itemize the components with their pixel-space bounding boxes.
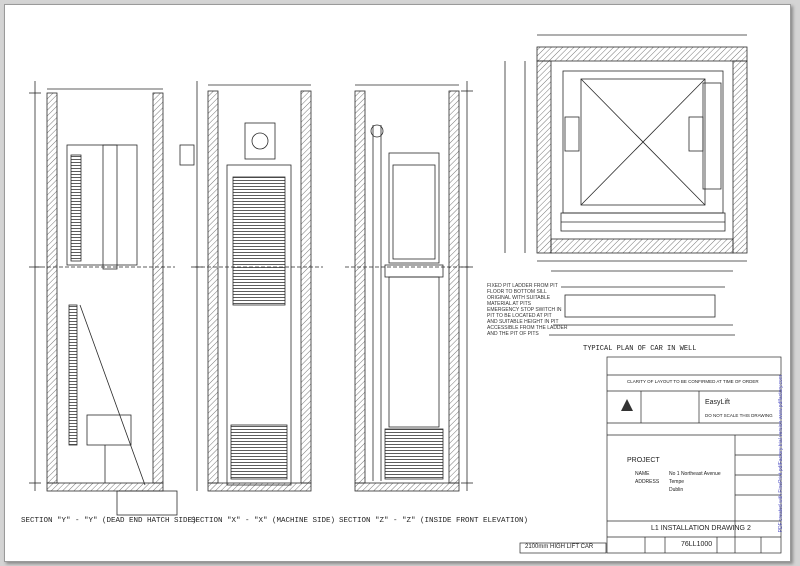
note-line: FIXED PIT LADDER FROM PIT [487, 283, 558, 289]
note-line: AND THE PIT OF PITS [487, 331, 539, 337]
section-yy-drawing [29, 81, 178, 516]
plan-note: FIXED PIT LADDER FROM PIT FLOOR TO BOTTO… [487, 283, 567, 337]
plan-title: TYPICAL PLAN OF CAR IN WELL [583, 345, 697, 353]
drawing-title: L1 INSTALLATION DRAWING 2 [651, 525, 751, 532]
title-block-frame [519, 356, 782, 554]
project-label: PROJECT [627, 457, 660, 464]
company-logo-text: EasyLift [705, 399, 730, 406]
address-line: Dublin [669, 487, 684, 493]
scale-note: DO NOT SCALE THIS DRAWING [705, 413, 773, 418]
note-line: MATERIAL AT PITS [487, 301, 531, 307]
title-block-top-note: CLARITY OF LAYOUT TO BE CONFIRMED AT TIM… [627, 379, 759, 384]
note-line: AND SUITABLE HEIGHT IN PIT [487, 319, 559, 325]
address-line: No 1 Northeast Avenue [669, 471, 721, 477]
name-label: NAME [635, 471, 650, 477]
note-line: PIT TO BE LOCATED AT PIT [487, 313, 552, 319]
section-yy-title: SECTION "Y" - "Y" (DEAD END HATCH SIDE) [21, 517, 197, 525]
section-zz-drawing [345, 81, 473, 492]
drawing-number: 76LL1000 [681, 541, 713, 548]
note-line: ORIGINAL WITH SUITABLE [487, 295, 551, 301]
section-zz-title: SECTION "Z" - "Z" (INSIDE FRONT ELEVATIO… [339, 517, 529, 525]
section-xx-title: SECTION "X" - "X" (MACHINE SIDE) [191, 517, 336, 525]
lift-car-label: 2100mm HIGH LIFT CAR [525, 544, 594, 550]
note-line: ACCESSIBLE FROM THE LADDER [487, 325, 568, 331]
drawing-sheet: SECTION "Y" - "Y" (DEAD END HATCH SIDE) … [4, 4, 791, 562]
address-label: ADDRESS [635, 479, 660, 485]
pdf-factory-note: PDF created with FinePrint pdfFactory tr… [778, 375, 784, 533]
section-xx-drawing [179, 81, 323, 492]
plan-drawing [504, 34, 748, 336]
note-line: FLOOR TO BOTTOM SILL [487, 289, 547, 295]
address-line: Tempe [669, 479, 685, 485]
lift-installation-drawing [29, 34, 782, 554]
note-line: EMERGENCY STOP SWITCH IN [487, 307, 562, 313]
